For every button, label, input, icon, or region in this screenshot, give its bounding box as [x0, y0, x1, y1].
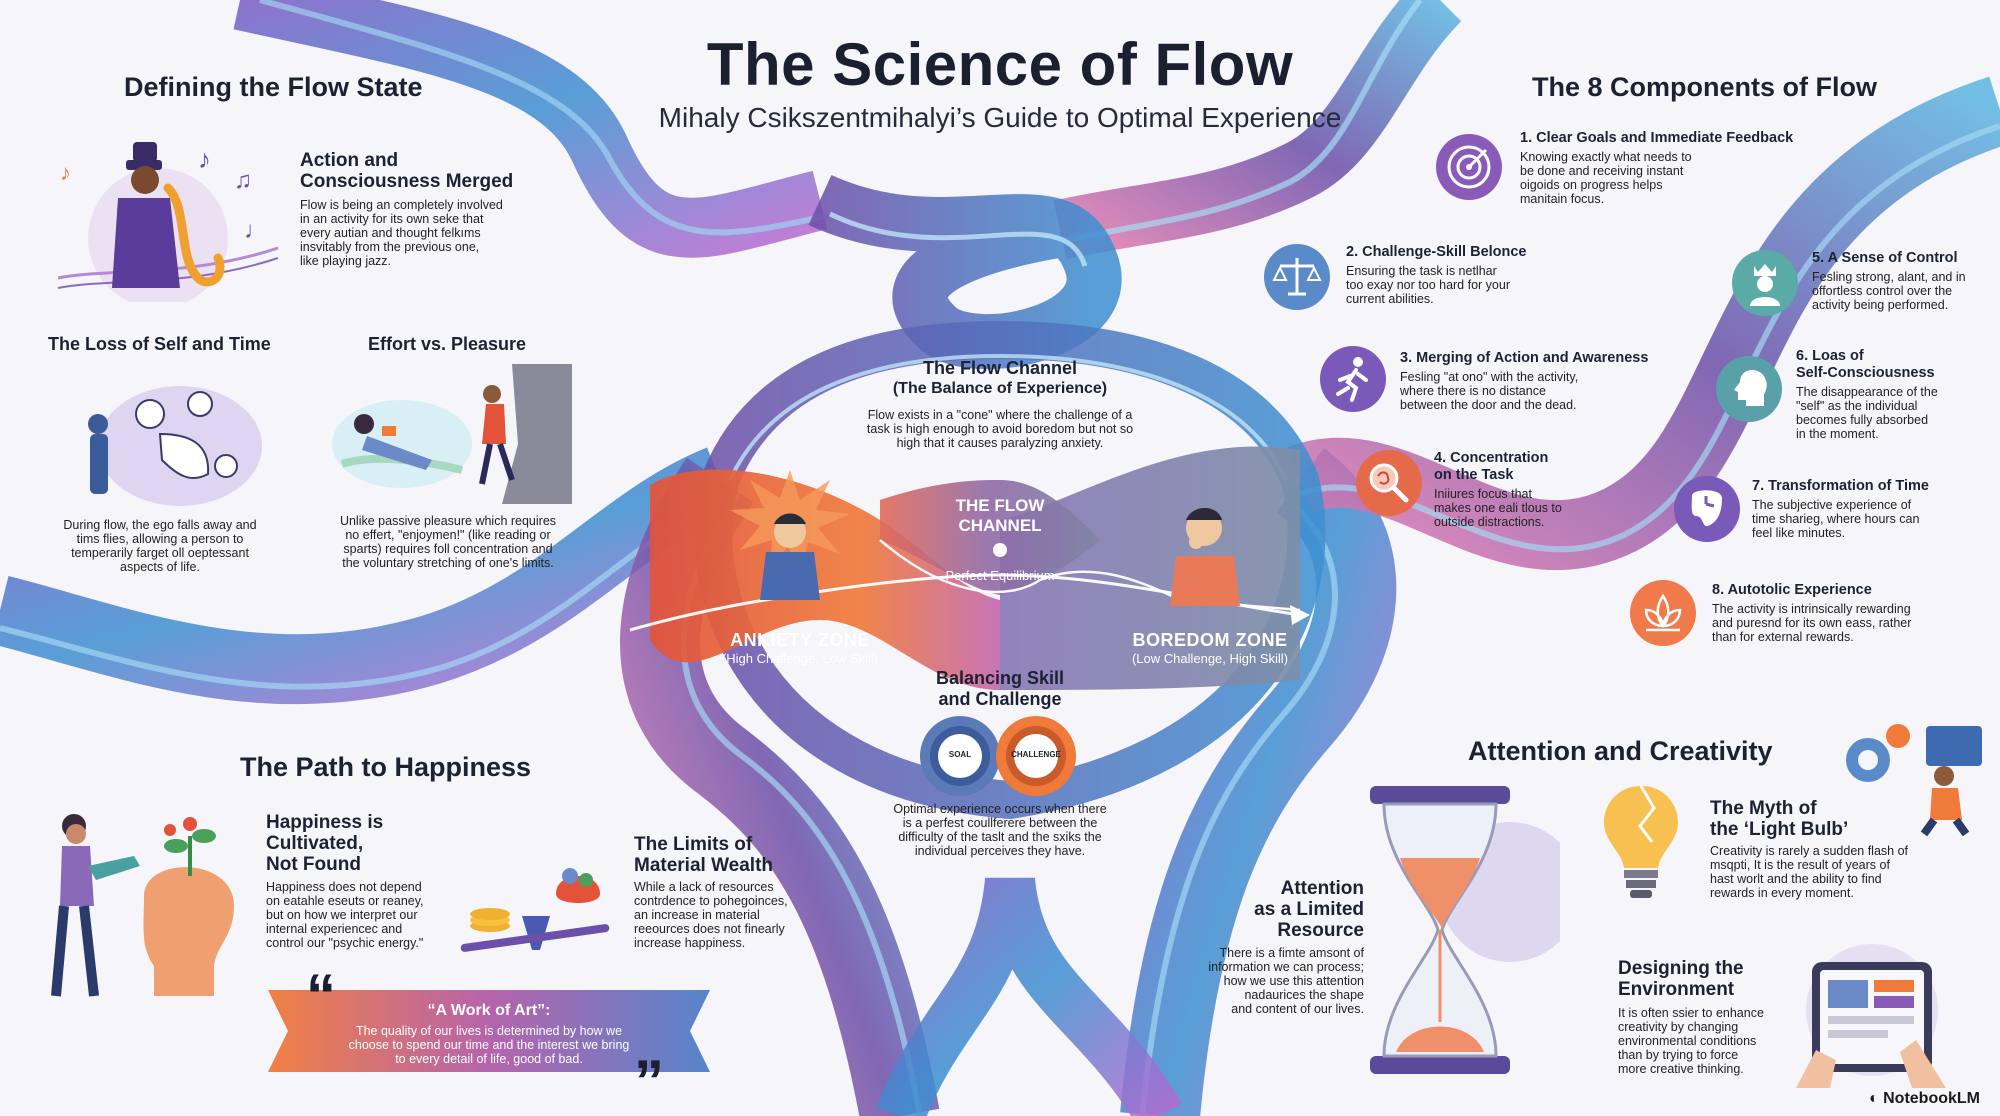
- component-2-title: 2. Challenge-Skill Belonce: [1346, 244, 1527, 260]
- crowned-person-icon: [1732, 250, 1798, 316]
- wealth-text: While a lack of resources contrdence to …: [634, 880, 788, 950]
- runner-icon: [1320, 346, 1386, 412]
- component-3: 3. Merging of Action and Awareness Fesli…: [1400, 350, 1670, 412]
- component-7: 7. Transformation of Time The subjective…: [1752, 478, 1972, 540]
- engineer-gears-illustration: [1846, 724, 1982, 836]
- boredom-zone-band: [1000, 446, 1300, 690]
- flow-channel-text: Flow exists in a "cone" where the challe…: [866, 408, 1134, 450]
- component-7-text: The subjective experience of time sharie…: [1752, 498, 1920, 540]
- limited-resource-text: There is a fimte amsont of information w…: [1208, 946, 1364, 1016]
- anxiety-zone-title: ANKIETY ZONE: [730, 630, 870, 650]
- component-1-title: 1. Clear Goals and Immediate Feedback: [1520, 130, 1794, 146]
- flow-channel-center-title: THE FLOW CHANNEL: [955, 496, 1045, 535]
- scale-icon: [1264, 244, 1330, 310]
- light-bulb-title: The Myth of the ‘Light Bulb’: [1710, 798, 1849, 840]
- component-4-title: 4. Concentration on the Task: [1434, 450, 1549, 483]
- perfect-equilibrium-label: Perfect Equilibrium: [945, 568, 1055, 583]
- quote-title: “A Work of Art”:: [427, 1002, 551, 1019]
- page-subtitle: Mihaly Csikszentmihalyi’s Guide to Optim…: [658, 102, 1342, 133]
- components-heading: The 8 Components of Flow: [1532, 72, 1877, 102]
- head-profile-icon: [1716, 356, 1782, 422]
- effort-title: Effort vs. Pleasure: [368, 334, 527, 354]
- notebooklm-brand-text: NotebookLM: [1883, 1090, 1980, 1107]
- flow-channel-heading: The Flow Channel: [922, 358, 1077, 378]
- tablet-design-illustration: [1796, 944, 1946, 1088]
- defining-heading: Defining the Flow State: [124, 72, 423, 102]
- environment-title: Designing the Environment: [1618, 958, 1744, 1000]
- component-4-text: Iniiures focus that makes one eali tlous…: [1434, 487, 1562, 529]
- svg-text:♫: ♫: [234, 167, 252, 194]
- svg-text:♪: ♪: [198, 144, 211, 174]
- target-icon: [1436, 134, 1502, 200]
- loss-title: The Loss of Self and Time: [48, 334, 271, 354]
- boredom-zone-subtitle: (Low Challenge, High Skill): [1131, 651, 1289, 666]
- component-2: 2. Challenge-Skill Belonce Ensuring the …: [1346, 244, 1576, 306]
- anxiety-zone-band: [650, 469, 1000, 690]
- balance-scale-coins-illustration: [460, 868, 610, 952]
- component-3-text: Fesling "at ono" with the activity, wher…: [1400, 370, 1579, 412]
- melting-clock-icon: [1674, 476, 1740, 542]
- gear-challenge-label: CHALLENGE: [1011, 750, 1061, 759]
- balancing-title: Balancing Skill and Challenge: [935, 668, 1065, 709]
- bored-person-illustration: [1170, 508, 1240, 606]
- notebooklm-brand: ◐ NotebookLM: [1869, 1090, 1980, 1108]
- component-1-text: Knowing exactly what needs to be done an…: [1520, 150, 1692, 206]
- wealth-title: The Limits of Material Wealth: [634, 834, 774, 876]
- component-3-title: 3. Merging of Action and Awareness: [1400, 350, 1649, 366]
- cultivated-title: Happiness is Cultivated, Not Found: [266, 812, 384, 875]
- component-1: 1. Clear Goals and Immediate Feedback Kn…: [1520, 130, 1820, 206]
- component-8-title: 8. Autotolic Experience: [1712, 582, 1872, 598]
- merged-text: Flow is being an completely involved in …: [300, 198, 503, 268]
- component-5-title: 5. A Sense of Control: [1812, 250, 1958, 266]
- component-6-title: 6. Loas of Self-Consciousness: [1796, 348, 1935, 381]
- boredom-zone-title: BOREDOM ZONE: [1132, 630, 1288, 650]
- loss-text: During flow, the ego falls away and tims…: [63, 518, 257, 574]
- hourglass-illustration: [1370, 786, 1560, 1074]
- component-5-text: Fesling strong, alant, and in offortless…: [1812, 270, 1966, 312]
- lotus-icon: [1630, 580, 1696, 646]
- component-8: 8. Autotolic Experience The activity is …: [1712, 582, 1982, 644]
- svg-text:♪: ♪: [60, 160, 71, 185]
- balancing-text: Optimal experience occurs when there is …: [893, 802, 1107, 858]
- goal-gear: [920, 716, 1000, 796]
- component-5: 5. A Sense of Control Fesling strong, al…: [1812, 250, 1992, 312]
- flow-channel-subheading: (The Balance of Experience): [892, 380, 1108, 397]
- brain-magnifier-icon: [1356, 450, 1422, 516]
- page-title: The Science of Flow: [706, 31, 1294, 98]
- component-6: 6. Loas of Self-Consciousness The disapp…: [1796, 348, 1986, 441]
- notebooklm-logo-icon: ◐: [1869, 1090, 1884, 1107]
- light-bulb-text: Creativity is rarely a sudden flash of m…: [1710, 844, 1909, 900]
- component-7-title: 7. Transformation of Time: [1752, 478, 1929, 494]
- anxiety-zone-subtitle: (High Challenge, Low Skill): [721, 651, 879, 666]
- component-4: 4. Concentration on the Task Iniiures fo…: [1434, 450, 1624, 529]
- cultivated-text: Happiness does not depend on eatahle ese…: [266, 880, 424, 950]
- quote-text: The quality of our lives is determined b…: [348, 1024, 630, 1066]
- boredom-zone-label: BOREDOM ZONE (Low Challenge, High Skill): [1100, 630, 1320, 666]
- light-bulb-illustration: [1604, 785, 1678, 898]
- quote-banner-shape: [268, 990, 710, 1072]
- gardener-head-plant-illustration: [51, 814, 234, 997]
- quote-close-mark: ”: [634, 1048, 664, 1115]
- anxiety-zone-label: ANKIETY ZONE (High Challenge, Low Skill): [690, 630, 910, 666]
- quote-open-mark: “: [306, 962, 336, 1029]
- component-6-text: The disappearance of the "self" as the i…: [1796, 385, 1938, 441]
- melting-clocks-illustration: [88, 386, 262, 506]
- challenge-gear: [996, 716, 1076, 796]
- reading-climbing-illustration: [332, 364, 572, 504]
- component-8-text: The activity is intrinsically rewarding …: [1712, 602, 1912, 644]
- limited-resource-title: Attention as a Limited Resource: [1254, 878, 1364, 941]
- attention-heading: Attention and Creativity: [1468, 736, 1773, 766]
- gear-goal-label: SOAL: [948, 750, 972, 759]
- merged-title: Action and Consciousness Merged: [300, 150, 514, 192]
- effort-text: Unlike passive pleasure which requires n…: [339, 514, 557, 570]
- anxious-person-illustration: [730, 470, 850, 600]
- saxophonist-illustration: ♪ ♫ ♪ ♩: [57, 142, 279, 302]
- happiness-heading: The Path to Happiness: [240, 752, 532, 782]
- component-2-text: Ensuring the task is netlhar too exay no…: [1346, 264, 1510, 306]
- gears-illustration: [920, 716, 1076, 796]
- environment-text: It is often ssier to enhance creativity …: [1618, 1006, 1764, 1076]
- svg-text:♩: ♩: [244, 217, 268, 244]
